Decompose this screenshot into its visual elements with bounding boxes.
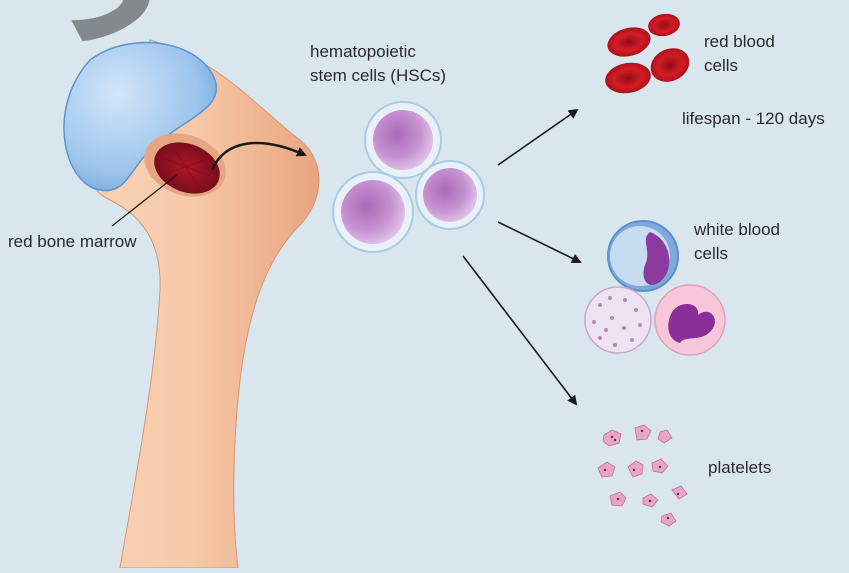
wbc-label-line1: white blood [694,218,780,242]
rbc-label-line2: cells [704,54,738,78]
platelets-label: platelets [708,456,771,480]
stem-cells [333,102,484,252]
hsc-to-platelets-arrow [463,256,576,404]
wbc-label-line2: cells [694,242,728,266]
lifespan-label: lifespan - 120 days [682,107,825,131]
hsc-to-wbc-arrow [498,222,580,262]
red-bone-marrow-label: red bone marrow [8,230,137,254]
rbc-label-line1: red blood [704,30,775,54]
hsc-label-line2: stem cells (HSCs) [310,64,446,88]
red-blood-cells [603,11,695,96]
hsc-to-rbc-arrow [498,110,577,165]
hsc-label-line1: hematopoietic [310,40,416,64]
platelets [598,425,687,526]
